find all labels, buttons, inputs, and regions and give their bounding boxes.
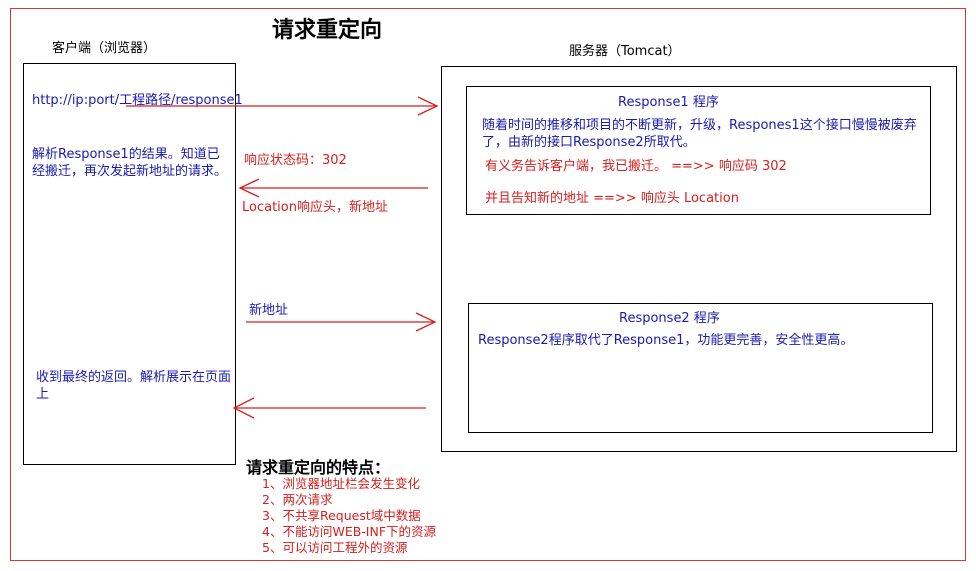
diagram-frame	[10, 8, 966, 561]
response1-desc: 随着时间的推移和项目的不断更新，升级，Respones1这个接口慢慢被废弃了，由…	[482, 118, 917, 150]
arrow-302-response	[238, 178, 428, 198]
response2-box	[468, 303, 933, 433]
diagram-title: 请求重定向	[272, 17, 383, 43]
response2-title: Response2 程序	[619, 311, 720, 326]
feature-item: 1、浏览器地址栏会发生变化	[262, 476, 420, 491]
response2-desc: Response2程序取代了Response1，功能更完善，安全性更高。	[478, 333, 854, 348]
feature-item: 3、不共享Request域中数据	[262, 508, 421, 523]
response1-line-location: 并且告知新的地址 ==>> 响应头 Location	[485, 191, 739, 206]
features-title: 请求重定向的特点：	[246, 458, 391, 477]
feature-item: 2、两次请求	[262, 492, 333, 507]
arrow-request-1	[126, 96, 439, 116]
client-parse-text: 解析Response1的结果。知道已经搬迁，再次发起新地址的请求。	[32, 147, 228, 179]
client-box	[23, 63, 236, 465]
feature-item: 4、不能访问WEB-INF下的资源	[262, 524, 437, 539]
status-code-label: 响应状态码：302	[244, 153, 347, 168]
arrow-final-response	[232, 397, 426, 419]
request-url: http://ip:port/工程路径/response1	[32, 93, 243, 108]
server-label: 服务器（Tomcat）	[569, 44, 681, 59]
arrow-request-2	[246, 312, 437, 332]
client-receive-text: 收到最终的返回。解析展示在页面上	[36, 370, 232, 402]
location-header-label: Location响应头，新地址	[242, 200, 388, 215]
response1-line-302: 有义务告诉客户端，我已搬迁。 ==>> 响应码 302	[485, 159, 787, 174]
client-label: 客户端（浏览器）	[52, 41, 157, 56]
feature-item: 5、可以访问工程外的资源	[262, 540, 408, 555]
response1-box	[466, 86, 931, 215]
response1-title: Response1 程序	[618, 95, 719, 110]
new-address-label: 新地址	[249, 303, 289, 318]
features-list: 1、浏览器地址栏会发生变化 2、两次请求 3、不共享Request域中数据 4、…	[262, 476, 436, 556]
